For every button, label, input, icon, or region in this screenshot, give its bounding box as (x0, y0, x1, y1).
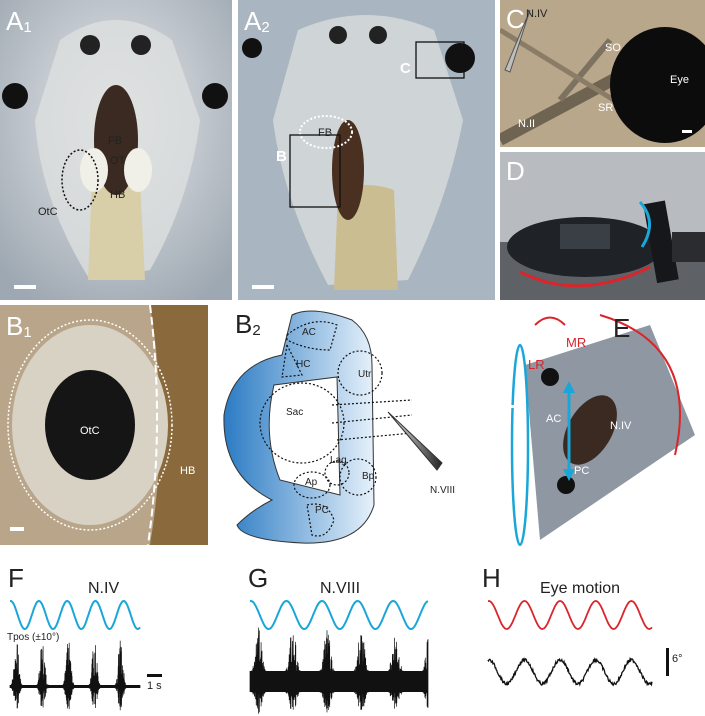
time-scale-bar (147, 674, 162, 677)
eye-position-sine-wave (487, 600, 653, 630)
label-hc: HC (296, 359, 311, 370)
label-sr: SR (598, 102, 614, 114)
stimulus-sine-wave (9, 599, 141, 631)
angle-scale-bar (666, 648, 669, 676)
panel-c: C N.IV SO Eye SR N.II (500, 0, 705, 147)
eye-motion-trace (487, 656, 653, 687)
stimulus-sine-wave (249, 599, 429, 631)
label-ac: AC (546, 413, 562, 425)
panel-d: D (500, 152, 705, 300)
panel-label-d: D (506, 156, 525, 186)
label-ap: Ap (305, 477, 318, 488)
label-bp: Bp (362, 471, 375, 482)
eye-nerve-photo (500, 0, 705, 147)
trace-title-n-iv: N.IV (88, 580, 120, 597)
panel-a1: A1 FB OT HB OtC (0, 0, 232, 300)
panel-label-e: E (613, 313, 631, 343)
n-iv-traces (9, 599, 141, 711)
panel-h: H Eye motion 6° (470, 560, 705, 716)
label-n-iv: N.IV (610, 420, 632, 432)
label-n-ii: N.II (518, 118, 536, 130)
label-otc: OtC (38, 206, 58, 218)
otic-capsule-photo (0, 305, 208, 545)
label-ac: AC (302, 327, 316, 338)
panel-label-b2: B2 (235, 309, 261, 339)
panel-label-b1: B1 (6, 311, 32, 341)
angle-scale-label: 6° (672, 653, 683, 665)
label-pc: PC (315, 505, 329, 516)
time-scale-label: 1 s (147, 680, 162, 692)
label-ot: OT (110, 155, 126, 167)
label-pc: PC (574, 465, 590, 477)
label-fb: FB (108, 135, 123, 147)
label-lag: Lag (330, 455, 347, 466)
label-utr: Utr (358, 369, 372, 380)
label-sac: Sac (286, 407, 304, 418)
panel-label-a2: A2 (244, 6, 270, 36)
label-c-inset: C (400, 60, 411, 77)
inner-ear-diagram (223, 310, 443, 544)
label-fb: FB (318, 127, 333, 139)
panel-b1: B1 OtC HB (0, 305, 208, 545)
label-n-iv: N.IV (526, 8, 548, 20)
label-mr: MR (566, 335, 587, 350)
label-hb: HB (180, 465, 196, 477)
panel-e: E MR LR AC N.IV PC (470, 305, 705, 550)
panel-label-h: H (482, 563, 501, 593)
n-iv-spike-trace (9, 640, 141, 711)
panel-g: G N.VIII (240, 560, 470, 716)
rotated-tadpole-photo (502, 314, 695, 547)
trace-title-n-viii: N.VIII (320, 580, 361, 597)
label-otc: OtC (80, 425, 100, 437)
label-n-viii: N.VIII (430, 485, 456, 496)
n-viii-traces (249, 599, 429, 714)
tadpole-dorsal-photo-2 (238, 0, 495, 300)
panel-label-c: C (506, 4, 525, 34)
panel-b2: B2 AC HC Utr Sac Lag Ap Bp PC N.VIII (212, 305, 470, 550)
tadpole-dorsal-photo (0, 0, 232, 300)
label-b-inset: B (276, 148, 287, 165)
label-lr: LR (528, 357, 545, 372)
panel-label-g: G (248, 563, 269, 593)
panel-label-f: F (8, 563, 24, 593)
tpos-label: Tpos (±10°) (7, 632, 60, 643)
label-hb: HB (110, 189, 126, 201)
panel-label-a1: A1 (6, 6, 32, 36)
label-eye: Eye (670, 74, 689, 86)
n-viii-spike-trace (249, 627, 429, 714)
eye-motion-traces (487, 600, 653, 687)
label-so: SO (605, 42, 621, 54)
trace-title-eye-motion: Eye motion (540, 580, 621, 597)
panel-a2: A2 FB B C (238, 0, 495, 300)
rotation-setup-photo (500, 152, 705, 300)
panel-f: F N.IV Tpos (±10°) 1 s (0, 560, 235, 716)
